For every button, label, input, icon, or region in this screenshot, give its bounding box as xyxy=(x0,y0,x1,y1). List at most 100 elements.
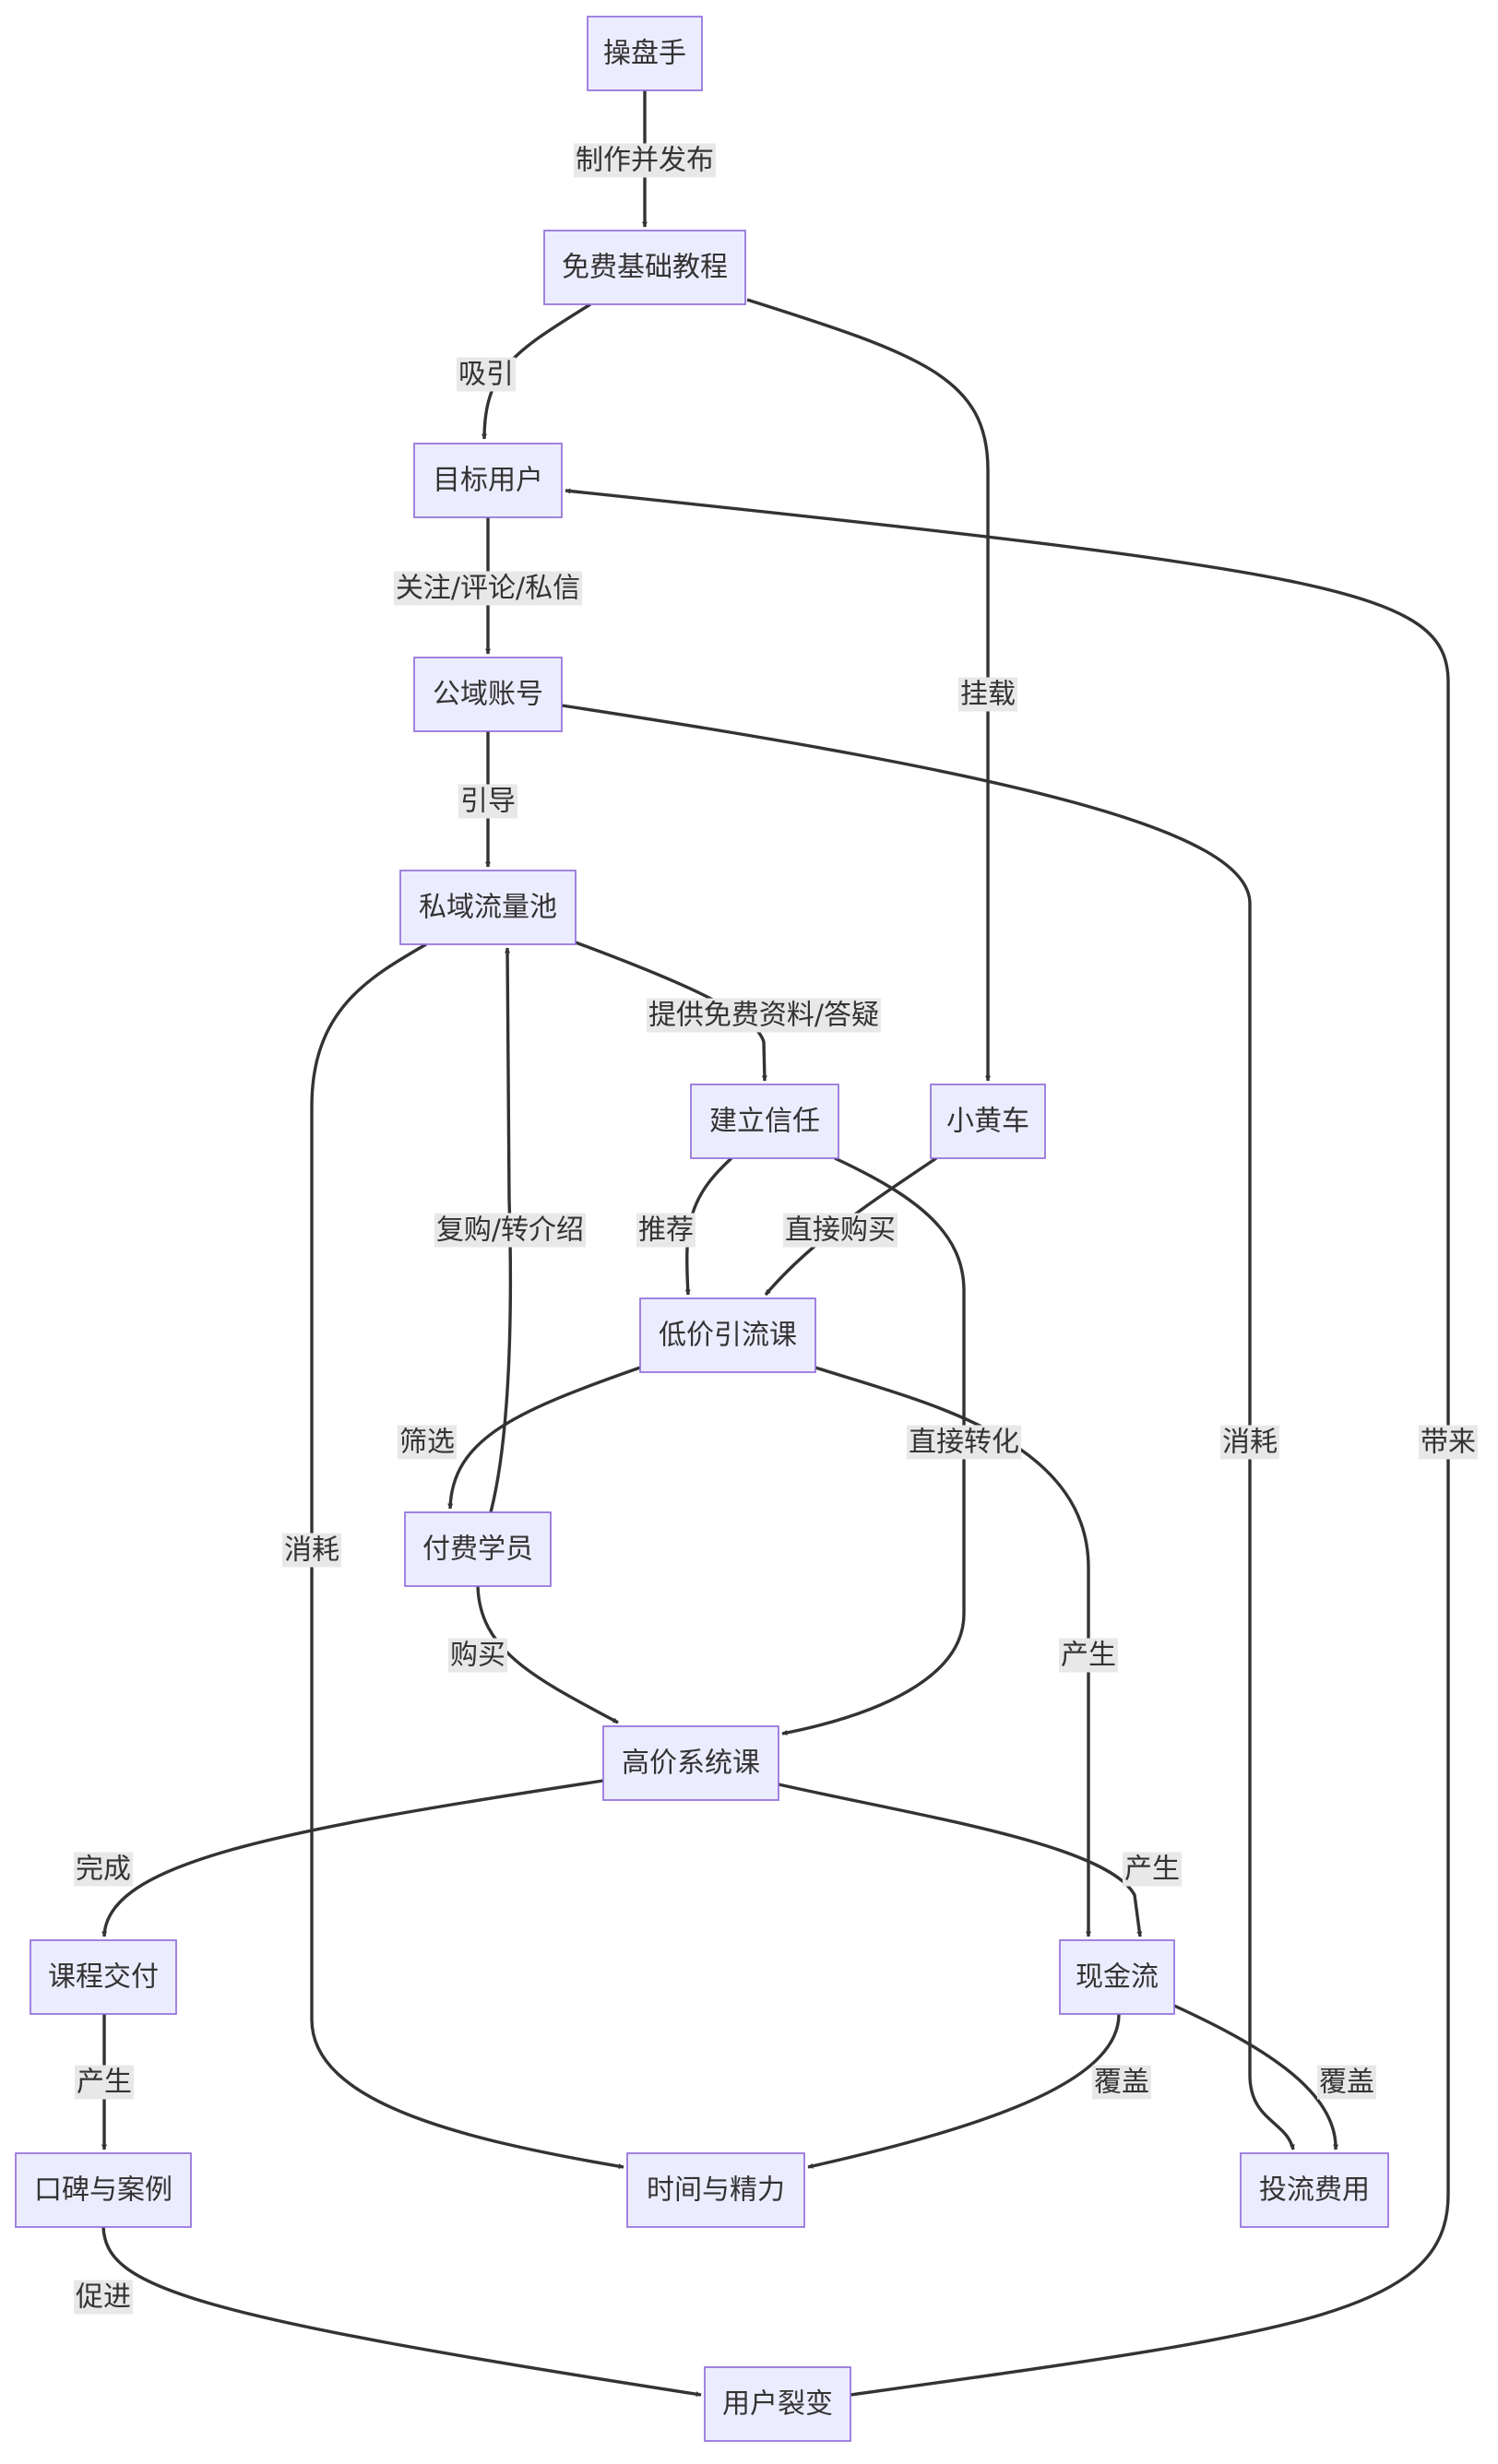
node-user-fission: 用户裂变 xyxy=(704,2366,851,2442)
edge-public_account-to-ad_cost xyxy=(561,704,1295,2150)
node-label: 操盘手 xyxy=(603,38,686,70)
node-label: 公域账号 xyxy=(433,679,543,711)
node-build-trust: 建立信任 xyxy=(690,1084,839,1159)
edge-label-text: 推荐 xyxy=(638,1214,694,1247)
node-label: 目标用户 xyxy=(433,465,543,497)
edge-label-trader-to-free_tutorial: 制作并发布 xyxy=(574,143,716,178)
edge-label-text: 促进 xyxy=(76,2281,131,2314)
node-box xyxy=(639,1297,816,1373)
edge-label-public_account-to-ad_cost: 消耗 xyxy=(1220,1425,1279,1460)
edge-label-text: 直接转化 xyxy=(909,1427,1019,1459)
edge-label-background xyxy=(574,143,716,178)
edge-label-background xyxy=(448,1638,507,1673)
node-box xyxy=(1059,1939,1175,2015)
edge-label-background xyxy=(74,1852,133,1887)
edge-label-text: 引导 xyxy=(460,786,516,818)
node-free-tutorial: 免费基础教程 xyxy=(543,230,746,305)
node-box xyxy=(413,657,563,732)
node-box xyxy=(1240,2152,1389,2228)
edge-label-background xyxy=(783,1213,898,1248)
node-label: 建立信任 xyxy=(709,1106,820,1138)
edge-label-private_pool-to-build_trust: 提供免费资料/答疑 xyxy=(646,998,882,1033)
edge-label-text: 吸引 xyxy=(458,359,514,391)
node-label: 小黄车 xyxy=(946,1106,1029,1138)
edge-label-free_tutorial-to-target_users: 吸引 xyxy=(457,357,516,392)
edge-label-text: 产生 xyxy=(77,2067,132,2099)
edge-label-high_price_course-to-course_delivery: 完成 xyxy=(74,1852,133,1887)
edge-build_trust-to-high_price_course xyxy=(781,1156,966,1735)
edge-label-low_price_course-to-cash_flow: 产生 xyxy=(1059,1638,1118,1673)
node-label: 私域流量池 xyxy=(419,892,557,924)
edge-label-reputation-to-user_fission: 促进 xyxy=(74,2280,133,2315)
edge-label-background xyxy=(74,2280,133,2315)
edge-reputation-to-user_fission xyxy=(101,2226,702,2398)
edge-high_price_course-to-course_delivery xyxy=(101,1779,604,1937)
node-label: 高价系统课 xyxy=(622,1747,760,1780)
node-label: 付费学员 xyxy=(422,1534,533,1566)
edge-label-background xyxy=(1059,1638,1118,1673)
edge-label-background xyxy=(398,1425,457,1460)
edge-paid_students-to-high_price_course xyxy=(476,1585,619,1724)
edge-cash_flow-to-time_energy xyxy=(807,2013,1121,2169)
edge-label-text: 完成 xyxy=(76,1854,131,1886)
node-label: 口碑与案例 xyxy=(34,2174,172,2207)
edge-label-text: 直接购买 xyxy=(785,1214,896,1247)
node-box xyxy=(704,2366,851,2442)
edge-label-private_pool-to-time_energy: 消耗 xyxy=(282,1533,341,1568)
node-label: 投流费用 xyxy=(1259,2174,1370,2207)
edge-labels: 制作并发布吸引挂载关注/评论/私信引导消耗提供免费资料/答疑消耗推荐直接转化直接… xyxy=(74,143,1478,2315)
edge-label-background xyxy=(1419,1425,1478,1460)
edge-label-background xyxy=(907,1425,1021,1460)
edge-label-text: 购买 xyxy=(450,1640,505,1672)
node-box xyxy=(15,2152,192,2228)
edge-label-background xyxy=(434,1213,587,1248)
edge-label-text: 消耗 xyxy=(1222,1427,1278,1459)
edge-label-text: 产生 xyxy=(1124,1854,1180,1886)
edge-label-background xyxy=(1092,2065,1151,2100)
edge-label-background xyxy=(457,357,516,392)
node-time-energy: 时间与精力 xyxy=(626,2152,805,2228)
edge-label-free_tutorial-to-yellow_cart: 挂载 xyxy=(958,677,1017,712)
node-box xyxy=(690,1084,839,1159)
edge-label-text: 覆盖 xyxy=(1319,2067,1374,2099)
node-box xyxy=(543,230,746,305)
node-trader: 操盘手 xyxy=(587,16,703,91)
edge-cash_flow-to-ad_cost xyxy=(1173,2004,1339,2150)
edge-label-background xyxy=(1317,2065,1376,2100)
edge-label-high_price_course-to-cash_flow: 产生 xyxy=(1123,1852,1182,1887)
edge-label-text: 消耗 xyxy=(284,1534,339,1567)
edge-low_price_course-to-paid_students xyxy=(447,1366,641,1510)
edge-label-text: 挂载 xyxy=(960,679,1016,711)
node-label: 时间与精力 xyxy=(647,2174,785,2207)
edge-label-paid_students-to-high_price_course: 购买 xyxy=(448,1638,507,1673)
edge-label-course_delivery-to-reputation: 产生 xyxy=(75,2065,134,2100)
edge-label-text: 提供免费资料/答疑 xyxy=(648,1000,879,1032)
edge-label-text: 筛选 xyxy=(399,1427,455,1459)
node-box xyxy=(30,1939,177,2015)
edge-label-background xyxy=(393,571,583,606)
node-label: 低价引流课 xyxy=(659,1320,797,1352)
node-label: 课程交付 xyxy=(48,1961,159,1994)
edge-label-text: 产生 xyxy=(1061,1640,1116,1672)
node-box xyxy=(930,1084,1046,1159)
edge-label-build_trust-to-low_price_course: 推荐 xyxy=(636,1213,696,1248)
edge-label-yellow_cart-to-low_price_course: 直接购买 xyxy=(783,1213,898,1248)
node-box xyxy=(404,1511,552,1587)
node-label: 免费基础教程 xyxy=(562,252,728,284)
edge-label-text: 带来 xyxy=(1421,1427,1476,1459)
edge-label-cash_flow-to-ad_cost: 覆盖 xyxy=(1317,2065,1376,2100)
edge-label-text: 复购/转介绍 xyxy=(436,1214,584,1247)
node-reputation: 口碑与案例 xyxy=(15,2152,192,2228)
node-course-delivery: 课程交付 xyxy=(30,1939,177,2015)
node-label: 用户裂变 xyxy=(722,2388,833,2421)
node-box xyxy=(626,2152,805,2228)
edge-label-cash_flow-to-time_energy: 覆盖 xyxy=(1092,2065,1151,2100)
edge-label-paid_students-to-private_pool: 复购/转介绍 xyxy=(434,1213,587,1248)
node-high-price-course: 高价系统课 xyxy=(602,1725,779,1801)
edge-label-background xyxy=(1123,1852,1182,1887)
node-yellow-cart: 小黄车 xyxy=(930,1084,1046,1159)
edge-label-background xyxy=(1220,1425,1279,1460)
node-public-account: 公域账号 xyxy=(413,657,563,732)
